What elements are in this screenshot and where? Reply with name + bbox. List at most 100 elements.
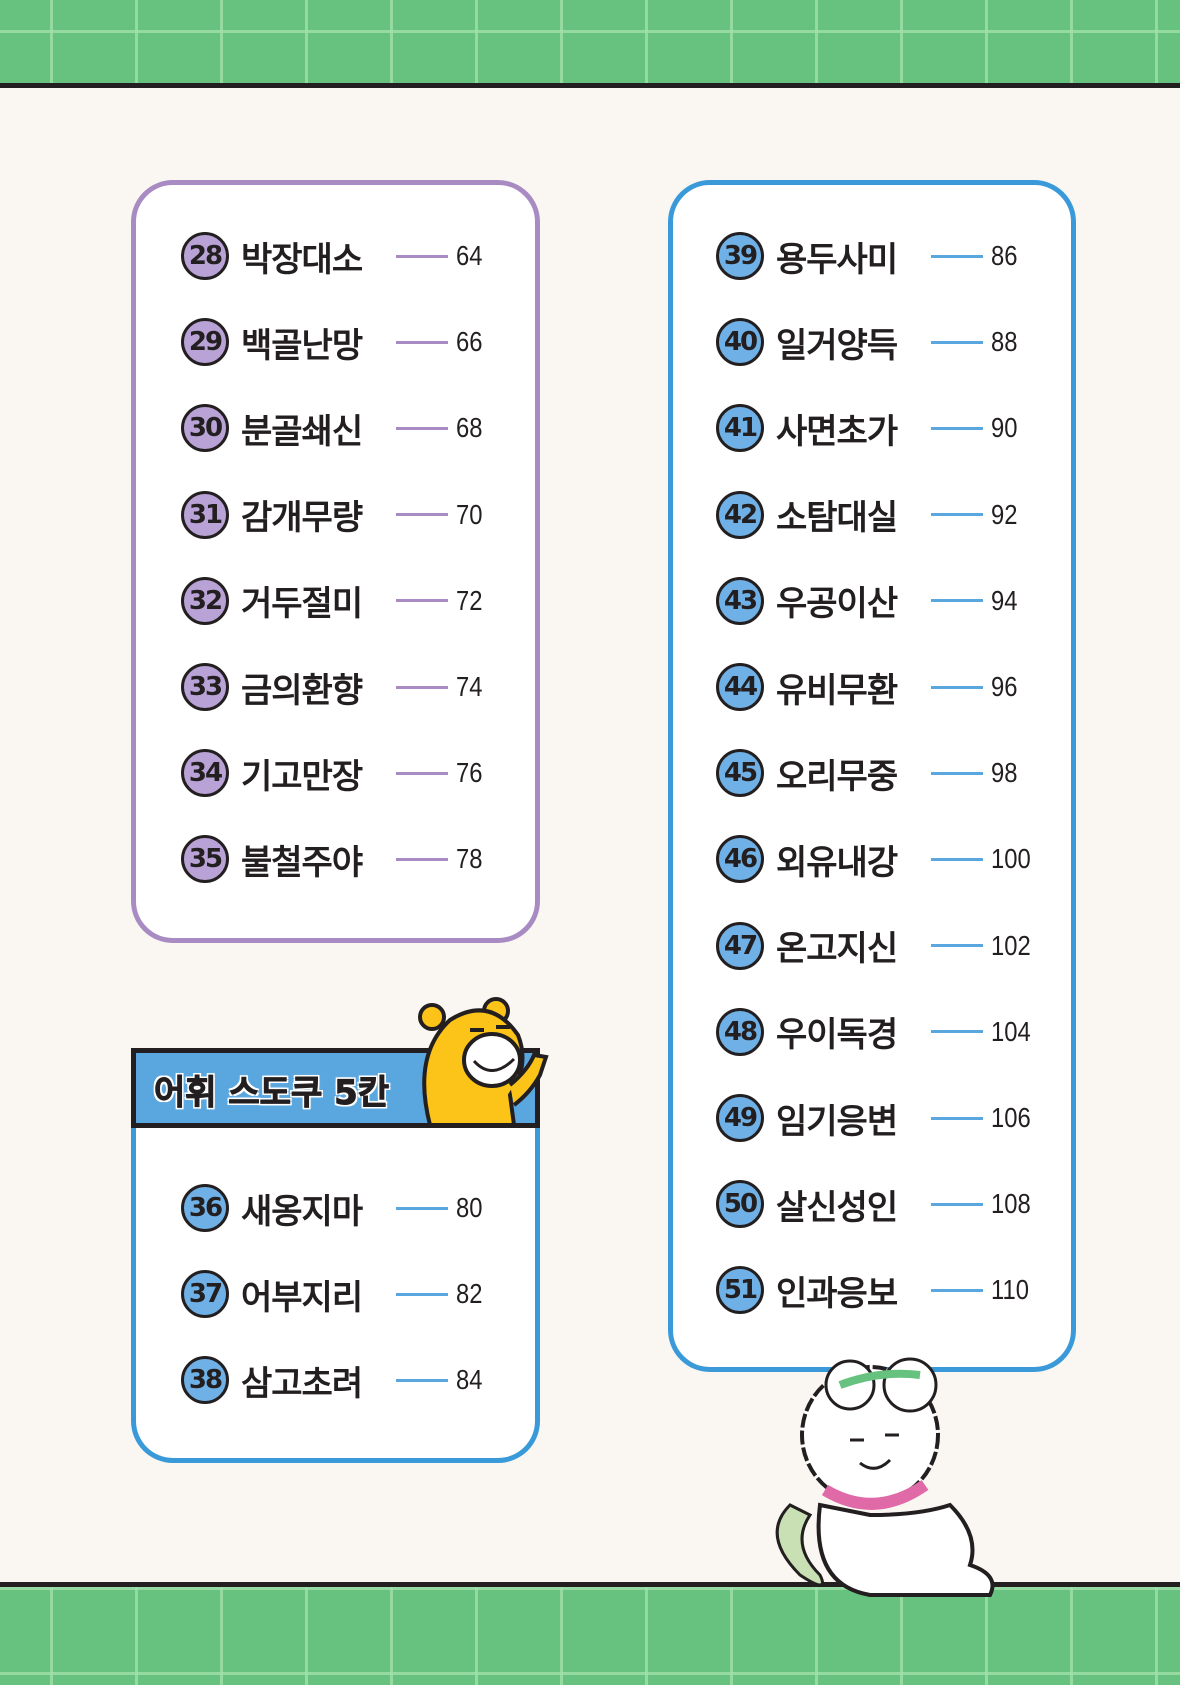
toc-entry[interactable]: 40 일거양득 88	[716, 317, 1022, 367]
chapter-number-badge: 39	[716, 232, 764, 280]
toc-entry[interactable]: 33 금의환향 74	[181, 662, 487, 712]
chapter-number-badge: 33	[181, 663, 229, 711]
leader-line	[396, 340, 448, 344]
leader-line	[396, 599, 448, 603]
page-number: 96	[991, 671, 1018, 702]
leader-line	[396, 857, 448, 861]
section-title: 어휘 스도쿠 5칸	[153, 1073, 390, 1114]
toc-entry[interactable]: 41 사면초가 90	[716, 403, 1022, 453]
page-number: 86	[991, 240, 1018, 271]
entry-title: 금의환향	[241, 670, 363, 711]
page-number: 74	[456, 671, 483, 702]
toc-entry[interactable]: 42 소탐대실 92	[716, 490, 1022, 540]
toc-entry[interactable]: 51 인과응보 110	[716, 1265, 1036, 1315]
entry-title: 임기응변	[776, 1101, 898, 1142]
chapter-number-badge: 46	[716, 835, 764, 884]
page-number: 80	[456, 1192, 483, 1223]
page-number: 82	[456, 1278, 483, 1310]
toc-entry[interactable]: 50 살신성인 108	[716, 1179, 1038, 1229]
page-number: 104	[991, 1015, 1031, 1047]
page-number: 94	[991, 584, 1018, 616]
leader-line	[931, 944, 983, 948]
page-number: 98	[991, 757, 1018, 789]
page-number: 66	[456, 326, 483, 358]
page-number: 72	[456, 584, 483, 616]
leader-line	[396, 685, 448, 689]
page-number: 88	[991, 326, 1018, 358]
toc-entry[interactable]: 28 박장대소 64	[181, 231, 487, 281]
entry-title: 소탐대실	[776, 498, 898, 539]
poodle-character-icon	[775, 1357, 995, 1597]
page-number: 78	[456, 843, 483, 875]
toc-entry[interactable]: 34 기고만장 76	[181, 748, 487, 798]
top-grid-band	[0, 0, 1180, 88]
chapter-number-badge: 42	[716, 490, 764, 539]
chapter-number-badge: 49	[716, 1094, 764, 1142]
toc-entry[interactable]: 38 삼고초려 84	[181, 1355, 487, 1405]
toc-entry[interactable]: 44 유비무환 96	[716, 662, 1022, 712]
entry-title: 일거양득	[776, 325, 898, 366]
toc-entry[interactable]: 36 새옹지마 80	[181, 1183, 487, 1233]
toc-entry[interactable]: 39 용두사미 86	[716, 231, 1022, 281]
toc-entry[interactable]: 32 거두절미 72	[181, 576, 487, 626]
entry-title: 분골쇄신	[241, 411, 363, 452]
toc-entry[interactable]: 45 오리무중 98	[716, 748, 1022, 798]
chapter-number-badge: 50	[716, 1180, 764, 1229]
page-number: 68	[456, 412, 483, 444]
page-number: 84	[456, 1364, 483, 1396]
chapter-number-badge: 34	[181, 749, 229, 798]
toc-box-purple	[131, 180, 540, 943]
chapter-number-badge: 35	[181, 835, 229, 884]
leader-line	[931, 513, 983, 517]
leader-line	[396, 1378, 448, 1382]
leader-line	[396, 426, 448, 430]
chapter-number-badge: 31	[181, 490, 229, 539]
entry-title: 인과응보	[776, 1273, 898, 1314]
toc-entry[interactable]: 30 분골쇄신 68	[181, 403, 487, 453]
entry-title: 거두절미	[241, 584, 363, 625]
page-number: 100	[991, 843, 1031, 875]
toc-entry[interactable]: 48 우이독경 104	[716, 1007, 1038, 1057]
toc-entry[interactable]: 31 감개무량 70	[181, 490, 487, 540]
toc-entry[interactable]: 37 어부지리 82	[181, 1269, 487, 1319]
leader-line	[396, 513, 448, 517]
leader-line	[396, 771, 448, 775]
page-number: 90	[991, 412, 1018, 444]
bear-character-icon	[418, 997, 549, 1127]
entry-title: 새옹지마	[241, 1191, 363, 1232]
entry-title: 기고만장	[241, 756, 363, 797]
toc-entry[interactable]: 46 외유내강 100	[716, 834, 1038, 884]
chapter-number-badge: 36	[181, 1184, 229, 1232]
chapter-number-badge: 28	[181, 232, 229, 280]
page-number: 64	[456, 240, 483, 271]
leader-line	[931, 857, 983, 861]
entry-title: 박장대소	[241, 239, 363, 280]
chapter-number-badge: 30	[181, 404, 229, 453]
chapter-number-badge: 45	[716, 749, 764, 798]
toc-entry[interactable]: 49 임기응변 106	[716, 1093, 1038, 1143]
leader-line	[931, 340, 983, 344]
leader-line	[931, 771, 983, 775]
chapter-number-badge: 29	[181, 318, 229, 367]
page-number: 76	[456, 757, 483, 789]
entry-title: 삼고초려	[241, 1363, 363, 1404]
toc-entry[interactable]: 47 온고지신 102	[716, 921, 1038, 971]
chapter-number-badge: 43	[716, 576, 764, 625]
chapter-number-badge: 44	[716, 663, 764, 711]
leader-line	[396, 1292, 448, 1296]
leader-line	[931, 685, 983, 689]
chapter-number-badge: 48	[716, 1007, 764, 1056]
entry-title: 외유내강	[776, 842, 898, 883]
toc-entry[interactable]: 35 불철주야 78	[181, 834, 487, 884]
chapter-number-badge: 38	[181, 1356, 229, 1405]
entry-title: 어부지리	[241, 1277, 363, 1318]
bottom-grid-band	[0, 1582, 1180, 1685]
page-number: 108	[991, 1188, 1031, 1220]
entry-title: 살신성인	[776, 1187, 898, 1228]
leader-line	[396, 1206, 448, 1210]
chapter-number-badge: 40	[716, 318, 764, 367]
entry-title: 오리무중	[776, 756, 898, 797]
toc-entry[interactable]: 29 백골난망 66	[181, 317, 487, 367]
leader-line	[931, 254, 983, 258]
toc-entry[interactable]: 43 우공이산 94	[716, 576, 1022, 626]
